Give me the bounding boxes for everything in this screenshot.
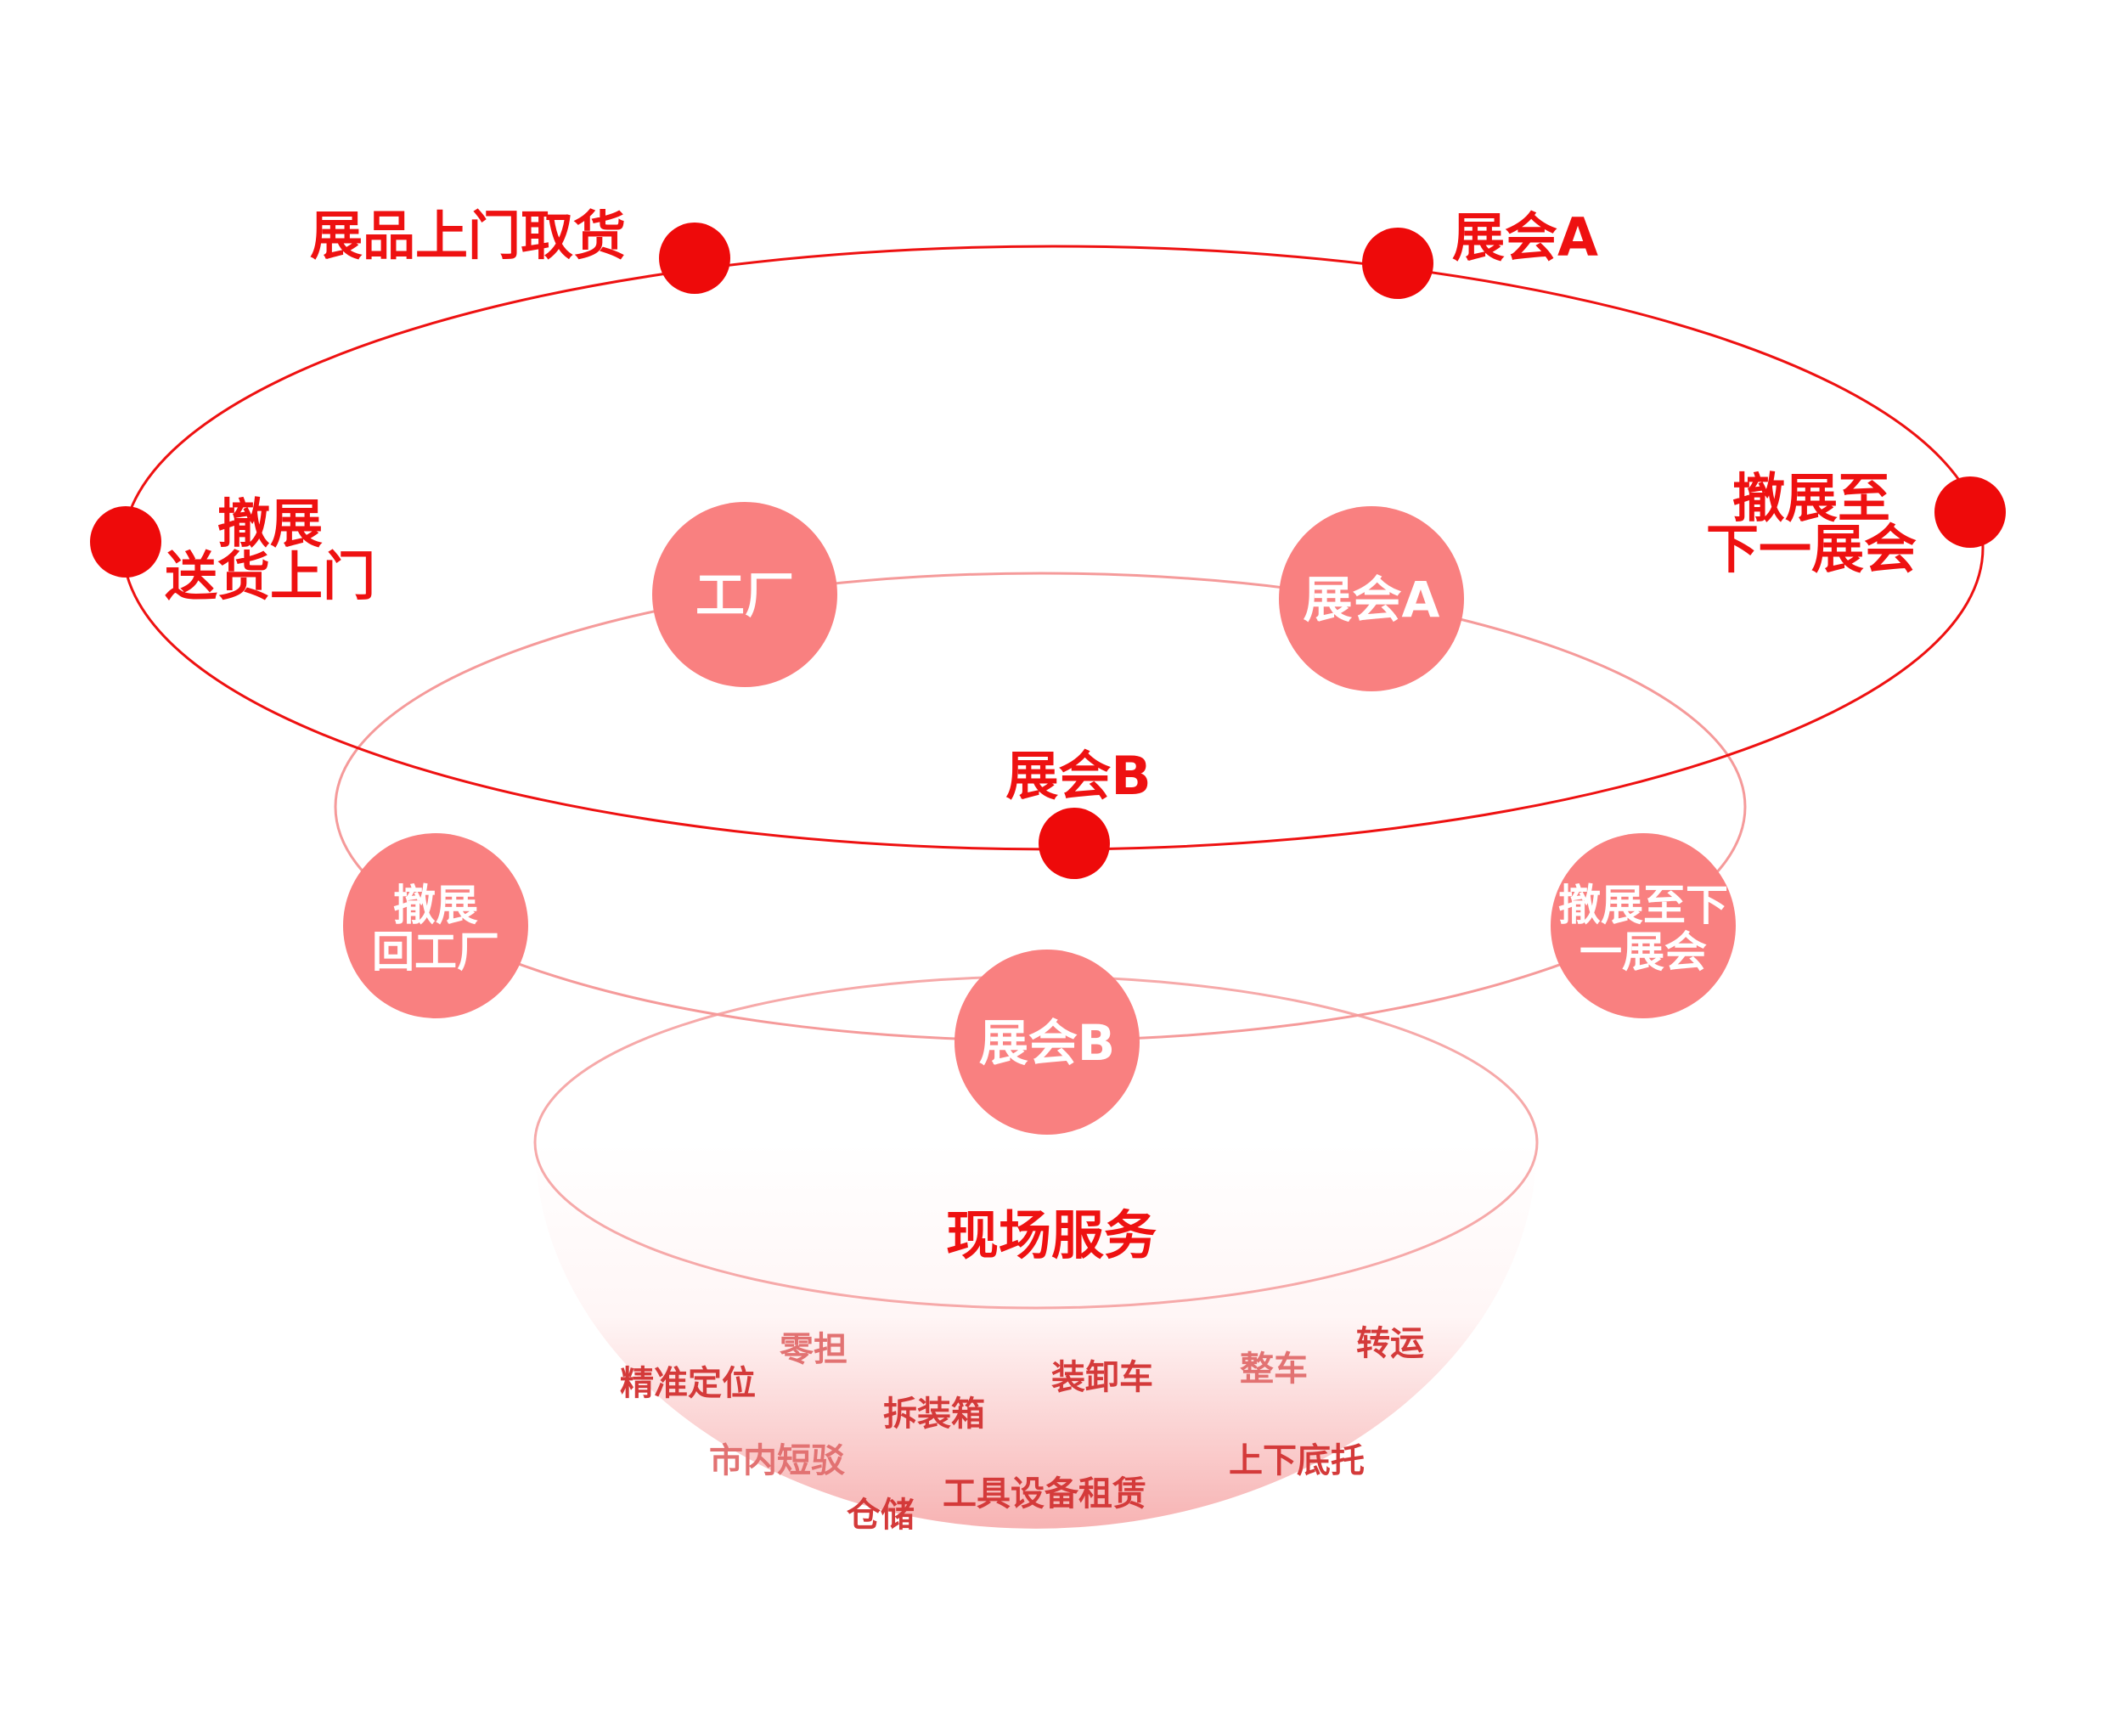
middle-node-expo-b: 展会B [954, 950, 1140, 1135]
middle-node-label-line-1: 撤展 [393, 881, 478, 930]
outer-node-expo-b-dot [1039, 808, 1110, 879]
service-ltl: 零担 [780, 1330, 847, 1369]
outer-label-teardown-next-line-1: 撤展至 [1732, 467, 1890, 529]
outer-node-teardown-deliver-dot [90, 506, 161, 578]
service-full-truck: 整车 [1240, 1350, 1308, 1389]
middle-node-circle [343, 833, 528, 1018]
middle-node-circle [1279, 506, 1464, 691]
service-pallet: 上下底托 [1229, 1441, 1365, 1480]
bowl-fill [535, 1142, 1537, 1529]
middle-node-expo-a: 展会A [1279, 506, 1464, 691]
middle-node-circle [1551, 833, 1736, 1018]
middle-node-circle [652, 502, 837, 687]
outer-node-expo-a-dot [1362, 228, 1433, 299]
middle-node-label-line-2: 一展会 [1580, 927, 1707, 977]
outer-label-teardown-next-line-2: 下一展会 [1706, 518, 1917, 580]
service-unboxing: 拆装箱 [883, 1395, 985, 1434]
outer-label-expo-a: 展会A [1452, 206, 1598, 268]
service-city-shuttle: 市内短驳 [709, 1441, 845, 1480]
outer-node-pickup-dot [659, 223, 730, 294]
middle-node-label: 工厂 [695, 566, 794, 624]
middle-node-circle [954, 950, 1140, 1135]
outer-label-expo-b: 展会B [1005, 745, 1151, 807]
service-loading-truck: 装卸车 [1051, 1358, 1153, 1397]
service-warehousing: 仓储 [847, 1496, 915, 1535]
outer-label-teardown-deliver-line-1: 撤展 [217, 493, 323, 555]
service-precise-positioning: 精准定位 [620, 1364, 756, 1403]
outer-label-pickup: 展品上门取货 [310, 205, 626, 267]
middle-node-label: 展会A [1304, 571, 1440, 628]
middle-node-label: 展会B [979, 1014, 1115, 1072]
service-equipment-rental: 工具设备租赁 [943, 1474, 1146, 1513]
middle-node-label-line-2: 回工厂 [372, 927, 499, 977]
outer-node-teardown-next-dot [1934, 476, 2006, 548]
middle-node-label-line-1: 撤展至下 [1558, 881, 1728, 930]
service-transfer: 转运 [1356, 1324, 1424, 1363]
outer-label-teardown-deliver-line-2: 送货上门 [165, 545, 375, 607]
middle-node-factory: 工厂 [652, 502, 837, 687]
middle-node-return-factory: 撤展 回工厂 [343, 833, 528, 1018]
bowl-title: 现场服务 [946, 1204, 1157, 1266]
middle-node-next-expo: 撤展至下 一展会 [1551, 833, 1736, 1018]
